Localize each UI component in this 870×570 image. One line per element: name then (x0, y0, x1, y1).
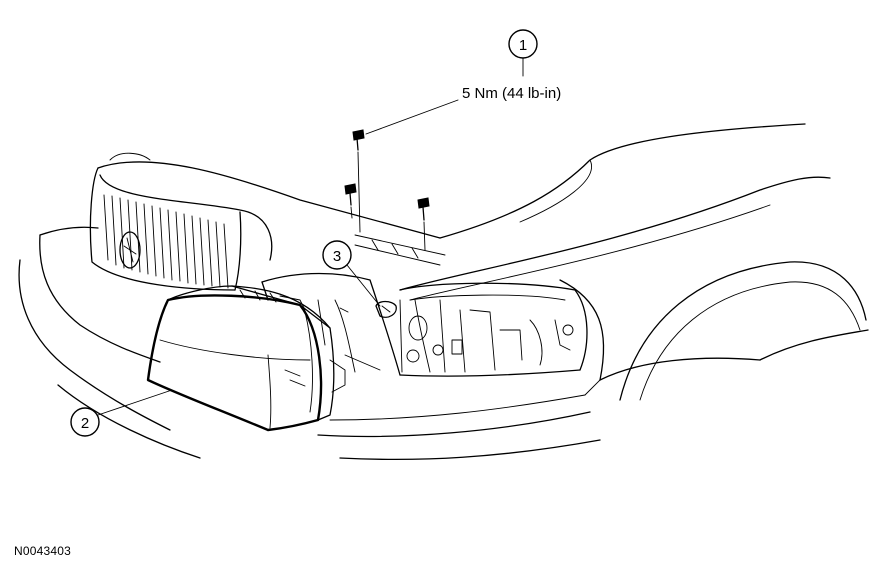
callout-3: 3 (322, 240, 352, 270)
callout-3-number: 3 (333, 248, 341, 265)
bulb-socket (375, 300, 397, 318)
bolt-top (352, 129, 365, 151)
torque-spec-label: 5 Nm (44 lb-in) (462, 85, 561, 102)
bolt-top-alignment-line (357, 151, 361, 233)
bolt-right (417, 197, 430, 221)
bolt-left (344, 183, 357, 206)
bolt-right-alignment-line (423, 221, 426, 251)
grille (103, 194, 229, 289)
emblem (119, 231, 141, 269)
callout-2-leader (97, 389, 173, 416)
callout-2: 2 (70, 407, 100, 437)
bolt-left-alignment-line (350, 206, 353, 219)
torque-spec-leader (365, 99, 459, 135)
vehicle-body (18, 123, 869, 461)
headlamp-assembly (146, 285, 346, 432)
callout-1: 1 (508, 29, 538, 59)
figure-id: N0043403 (14, 544, 71, 558)
callout-3-leader (346, 264, 381, 307)
callout-1-number: 1 (519, 37, 527, 54)
callout-2-number: 2 (81, 415, 89, 432)
